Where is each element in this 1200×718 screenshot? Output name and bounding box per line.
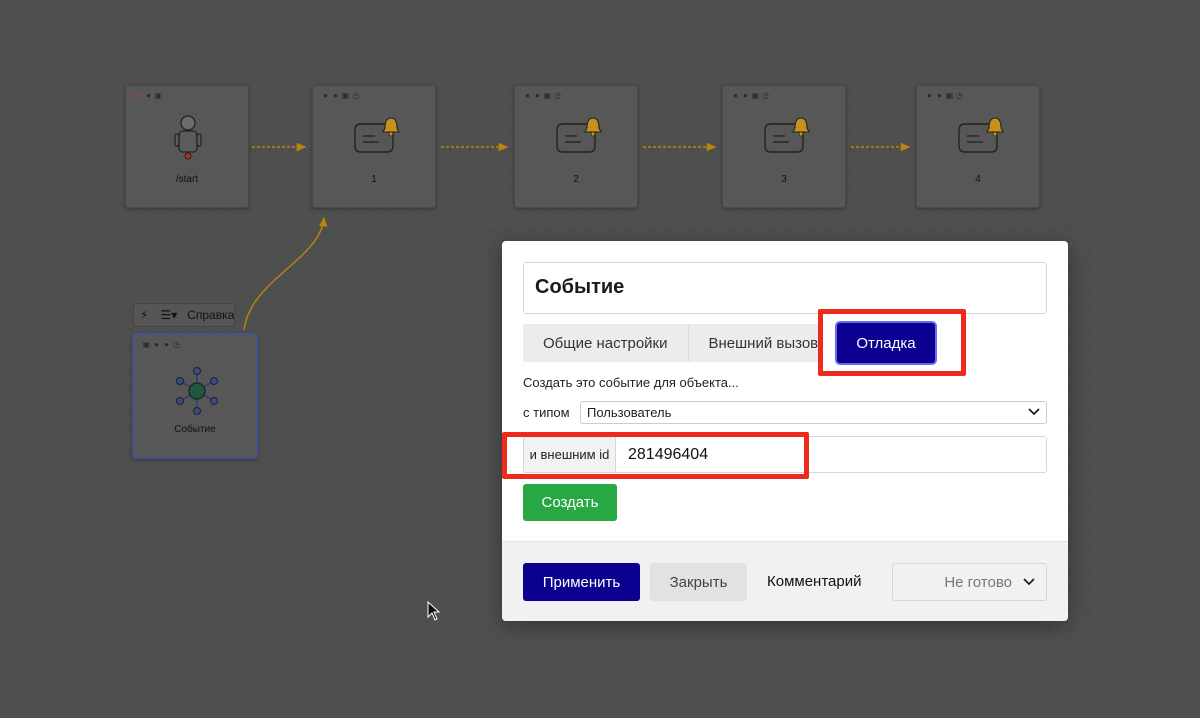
message-bell-icon — [354, 117, 400, 153]
status-select[interactable]: Не готово — [892, 563, 1047, 601]
node-status-icons: ▣●●◷ — [142, 340, 181, 349]
type-label: с типом — [523, 405, 570, 420]
lightning-icon[interactable]: ⚡ — [140, 308, 149, 322]
document-icon: ▣ — [154, 91, 163, 100]
flow-node-2[interactable]: ●●▣◷ 2 — [514, 85, 638, 208]
node-status-icons: ●●▣◷ — [321, 91, 360, 100]
node-status-icons: ●●▣◷ — [925, 91, 964, 100]
tab-general-settings[interactable]: Общие настройки — [523, 324, 689, 362]
chevron-down-icon — [1028, 408, 1040, 416]
external-id-group: и внешним id — [523, 436, 1047, 473]
clock-icon: ◷ — [554, 91, 561, 100]
node-label: Событие — [174, 424, 216, 435]
robot-icon — [174, 115, 202, 160]
node-toolbar: ⚡ ☰▾ Справка — [133, 303, 235, 327]
flow-node-1[interactable]: ●●▣◷ 1 — [312, 85, 436, 208]
tab-debug[interactable]: Отладка — [837, 323, 935, 363]
user-icon: ● — [333, 91, 338, 100]
message-bell-icon — [764, 117, 810, 153]
user-icon: ● — [937, 91, 942, 100]
help-button[interactable]: Справка — [187, 308, 235, 322]
mouse-cursor-icon — [427, 601, 441, 621]
network-hub-icon — [176, 367, 218, 415]
apply-button[interactable]: Применить — [523, 563, 640, 601]
chat-icon: ● — [733, 91, 738, 100]
chat-icon: ● — [927, 91, 932, 100]
object-type-value: Пользователь — [587, 405, 672, 420]
user-icon: ● — [535, 91, 540, 100]
node-status-icons: ● ● ▣ — [134, 91, 163, 100]
external-id-input[interactable] — [616, 437, 1046, 472]
object-type-select[interactable]: Пользователь — [580, 401, 1047, 424]
chat-icon: ● — [525, 91, 530, 100]
flow-node-start[interactable]: ● ● ▣ /start — [125, 85, 249, 208]
event-modal: Событие Общие настройки Внешний вызов От… — [502, 241, 1068, 621]
modal-title-input[interactable]: Событие — [523, 262, 1047, 314]
document-icon: ▣ — [142, 340, 151, 349]
status-value: Не готово — [944, 573, 1012, 591]
document-icon: ▣ — [543, 91, 552, 100]
tab-external-call[interactable]: Внешний вызов — [688, 324, 820, 362]
chat-icon: ● — [323, 91, 328, 100]
document-icon: ▣ — [945, 91, 954, 100]
node-label: 1 — [371, 174, 377, 185]
create-button[interactable]: Создать — [523, 484, 617, 521]
external-id-label: и внешним id — [524, 437, 616, 472]
list-menu-icon[interactable]: ☰▾ — [160, 308, 178, 322]
message-bell-icon — [958, 117, 1004, 153]
message-bell-icon — [556, 117, 602, 153]
node-label: 2 — [573, 174, 579, 185]
node-label: 3 — [781, 174, 787, 185]
chevron-down-icon — [1023, 578, 1035, 586]
node-label: 4 — [975, 174, 981, 185]
chat-icon: ● — [164, 340, 169, 349]
user-icon: ● — [146, 91, 151, 100]
comment-link[interactable]: Комментарий — [767, 573, 862, 590]
chat-icon: ● — [136, 91, 141, 100]
flow-node-3[interactable]: ●●▣◷ 3 — [722, 85, 846, 208]
clock-icon: ◷ — [956, 91, 963, 100]
connector-event-1 — [243, 216, 328, 331]
document-icon: ▣ — [341, 91, 350, 100]
flow-node-event[interactable]: ▣●●◷ Событие — [132, 333, 258, 459]
user-icon: ● — [154, 340, 159, 349]
node-status-icons: ●●▣◷ — [731, 91, 770, 100]
type-row: с типом Пользователь — [523, 401, 1047, 424]
clock-icon: ◷ — [762, 91, 769, 100]
user-icon: ● — [743, 91, 748, 100]
clock-icon: ◷ — [352, 91, 359, 100]
clock-icon: ◷ — [173, 340, 180, 349]
modal-footer: Применить Закрыть Комментарий Не готово — [502, 541, 1068, 621]
flow-node-4[interactable]: ●●▣◷ 4 — [916, 85, 1040, 208]
document-icon: ▣ — [751, 91, 760, 100]
modal-tabs: Общие настройки Внешний вызов — [523, 324, 820, 362]
node-label: /start — [175, 174, 199, 185]
debug-intro-text: Создать это событие для объекта... — [523, 375, 739, 390]
node-status-icons: ●●▣◷ — [523, 91, 562, 100]
close-button[interactable]: Закрыть — [650, 563, 747, 601]
